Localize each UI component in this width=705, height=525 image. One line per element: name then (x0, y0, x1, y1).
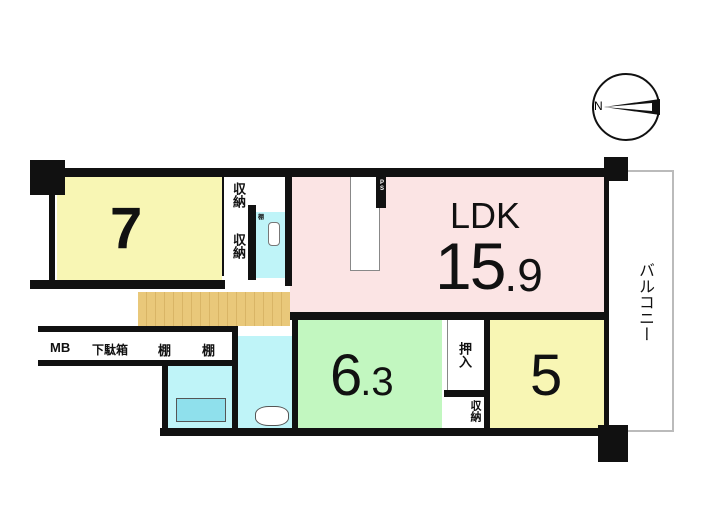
room-7-size: 7 (110, 196, 142, 261)
wall-right (604, 176, 609, 431)
ldk-size: 15.9 (435, 228, 543, 304)
shelf2-label: 棚 (202, 343, 216, 358)
north-label: N (594, 99, 603, 113)
oshiire-label: 押入 (457, 342, 472, 368)
closet3-label: 収納 (469, 400, 481, 422)
wall-shelves-bottom (38, 360, 238, 366)
wall-5-left (484, 320, 490, 432)
wall-top (45, 168, 615, 177)
wall-bottom (160, 428, 605, 436)
western-room-5 (489, 320, 605, 428)
wall-shelves (38, 326, 238, 332)
closet1-label: 収納 (231, 182, 246, 208)
washbasin (255, 406, 289, 426)
wall-room7-bottom (30, 280, 225, 289)
western-room-63 (298, 320, 442, 428)
compass-needle-icon (604, 99, 660, 115)
shoe-box-label: 下駄箱 (92, 343, 129, 357)
bathtub (176, 398, 226, 422)
wall-wash-left (232, 332, 238, 432)
ldk-room (290, 176, 605, 312)
room-5-size: 5 (530, 343, 562, 408)
wall-ldk-bottom (290, 312, 605, 320)
closet2-label: 収納 (231, 233, 246, 259)
hallway (138, 292, 290, 326)
wall-toilet-left (248, 205, 256, 280)
shelf1-label: 棚 (158, 343, 172, 358)
balcony (628, 170, 674, 432)
toilet-shelf-label: 棚 (258, 215, 265, 221)
wall-ldk-left (285, 176, 292, 286)
wall-left (49, 190, 55, 285)
western-room-7 (57, 176, 222, 282)
kitchen-counter (350, 176, 380, 271)
compass: N (582, 73, 668, 141)
wall-ps (376, 176, 386, 208)
pillar-top-left (30, 160, 65, 195)
toilet-bowl (268, 222, 280, 246)
room-63-size: 6.3 (330, 342, 394, 409)
ldk-size-dec: .9 (504, 249, 543, 301)
room-63-size-dec: .3 (360, 360, 394, 404)
ps-label: PS (379, 180, 385, 192)
balcony-label: バルコニー (636, 262, 653, 342)
ldk-size-int: 15 (435, 229, 506, 303)
oshiire (447, 320, 484, 392)
wall-63-left (292, 320, 298, 432)
ldk-label: LDK (450, 195, 521, 236)
wall-bath-left (162, 362, 168, 434)
room-63-size-int: 6 (330, 343, 362, 408)
meter-box-label: MB (50, 340, 71, 355)
wall-oshiire-bottom (444, 390, 488, 397)
